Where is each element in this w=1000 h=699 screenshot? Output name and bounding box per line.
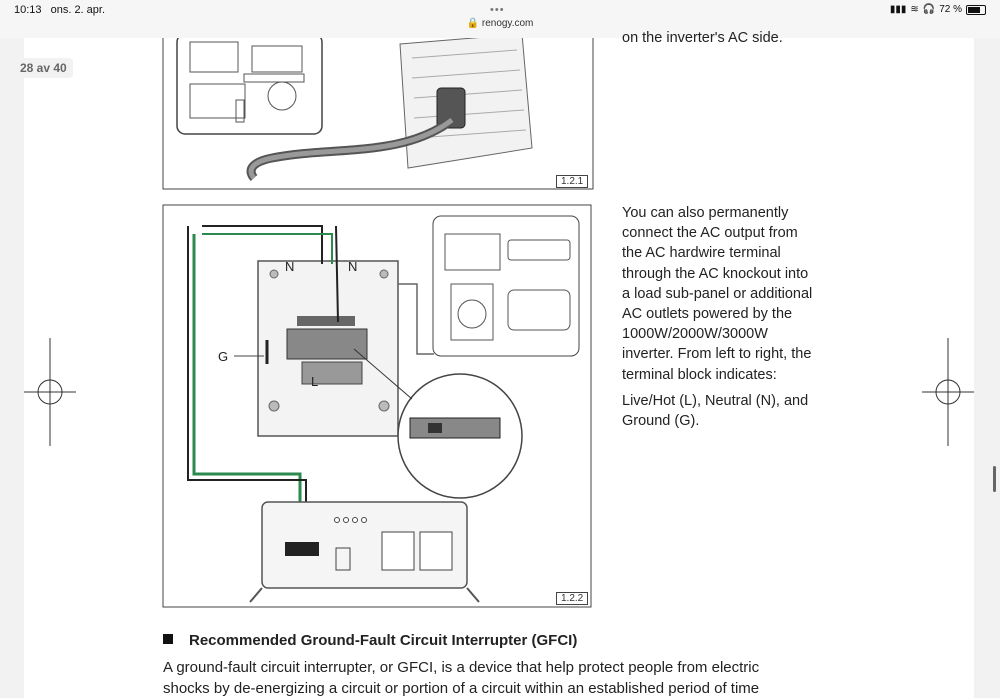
- section-body: A ground-fault circuit interrupter, or G…: [163, 657, 843, 699]
- body-line: A ground-fault circuit interrupter, or G…: [163, 659, 760, 676]
- section-heading-text: Recommended Ground-Fault Circuit Interru…: [189, 632, 578, 649]
- wifi-icon: ≋: [910, 4, 919, 15]
- paragraph-line: 1000W/2000W/3000W: [622, 326, 768, 343]
- label-n-right: N: [348, 259, 357, 274]
- body-line: shocks by de-energizing a circuit or por…: [163, 680, 760, 697]
- paragraph-line: AC outlets powered by the: [622, 306, 793, 323]
- paragraph: You can also permanently connect the AC …: [622, 203, 812, 385]
- tab-menu-dots[interactable]: •••: [490, 4, 505, 16]
- figure-1-2-2: N N G L: [162, 204, 592, 608]
- registration-mark-right: [922, 338, 974, 446]
- label-l: L: [311, 374, 318, 389]
- status-time: 10:13: [14, 4, 42, 16]
- lock-icon: 🔒: [466, 18, 480, 29]
- battery-percent: 72 %: [939, 4, 962, 15]
- paragraph-line: the AC hardwire terminal: [622, 245, 781, 262]
- bullet-square-icon: [163, 634, 173, 644]
- paragraph-line: Ground (G).: [622, 413, 700, 430]
- headphones-icon: 🎧: [922, 4, 936, 15]
- paragraph-2: Live/Hot (L), Neutral (N), and Ground (G…: [622, 391, 808, 431]
- registration-mark-left: [24, 338, 76, 446]
- status-clock: 10:13 ons. 2. apr.: [14, 4, 105, 16]
- status-bar: 10:13 ons. 2. apr. ••• 🔒 renogy.com ▮▮▮ …: [0, 0, 1000, 38]
- page-counter: 28 av 40: [14, 58, 73, 78]
- paragraph-line: connect the AC output from: [622, 225, 798, 242]
- figure-caption-2: 1.2.2: [556, 592, 589, 605]
- paragraph-line: through the AC knockout into: [622, 265, 809, 282]
- battery-fill: [968, 6, 980, 13]
- snippet-text: on the inverter's AC side.: [622, 30, 783, 46]
- label-n-left: N: [285, 259, 294, 274]
- page-gutter-right: [974, 38, 1000, 698]
- address-bar[interactable]: 🔒 renogy.com: [0, 18, 1000, 29]
- scrollbar[interactable]: [993, 466, 996, 492]
- status-indicators: ▮▮▮ ≋ 🎧 72 %: [890, 4, 986, 15]
- battery-icon: [966, 4, 986, 15]
- section-heading: Recommended Ground-Fault Circuit Interru…: [163, 632, 577, 649]
- paragraph-line: terminal block indicates:: [622, 366, 777, 383]
- page-gutter-left: [0, 38, 24, 698]
- figure-caption-1: 1.2.1: [556, 175, 589, 188]
- signal-icon: ▮▮▮: [889, 4, 907, 15]
- status-date: ons. 2. apr.: [50, 4, 106, 16]
- paragraph-line: inverter. From left to right, the: [622, 346, 812, 363]
- paragraph-line: You can also permanently: [622, 205, 789, 221]
- paragraph-line: a load sub-panel or additional: [622, 285, 813, 302]
- paragraph-line: Live/Hot (L), Neutral (N), and: [622, 393, 809, 409]
- label-g: G: [218, 349, 228, 364]
- url-text: renogy.com: [481, 18, 534, 29]
- figure-1-2-1: [162, 38, 594, 190]
